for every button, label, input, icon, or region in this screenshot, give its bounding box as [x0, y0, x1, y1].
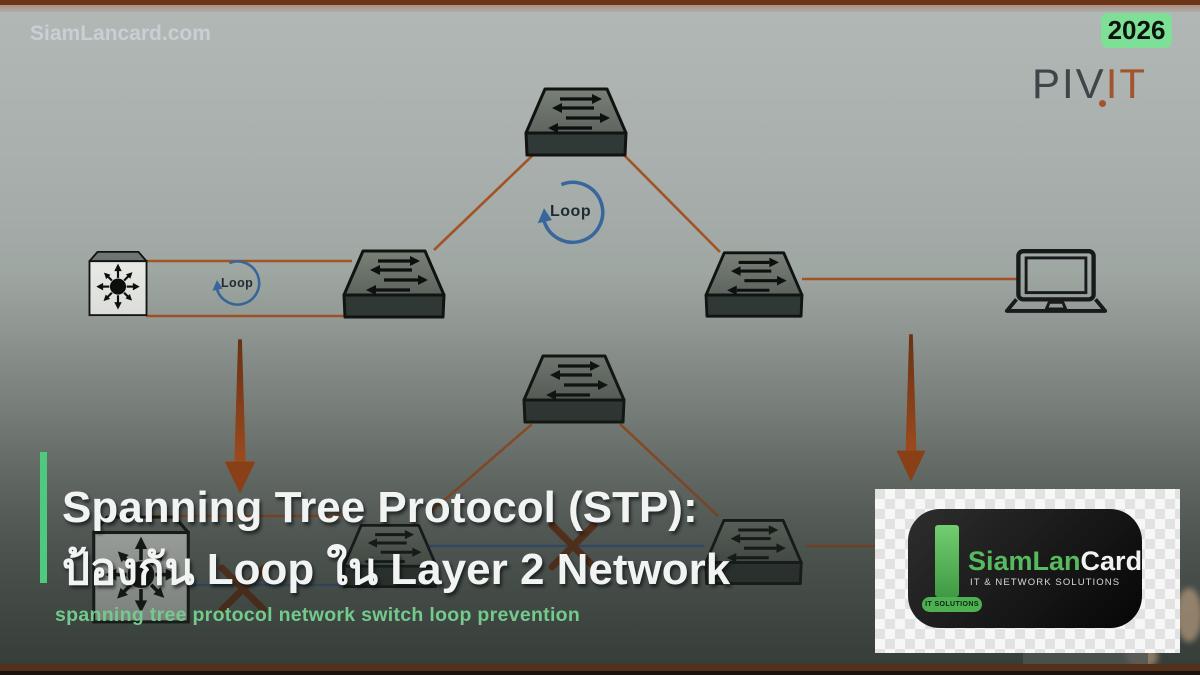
switch-icon [516, 85, 636, 159]
logo-green-bar [935, 525, 959, 597]
logo-transparency-checker: IT SOLUTIONS SiamLanCard IT & NETWORK SO… [875, 489, 1180, 653]
bottom-frame-bar [0, 664, 1200, 671]
loop-label: Loop [550, 203, 592, 220]
logo-name-white: Card [1080, 546, 1143, 576]
down-arrow-icon [219, 338, 261, 503]
loop-label: Loop [221, 276, 254, 290]
switch-icon [518, 352, 630, 426]
brand-dot-icon [1099, 100, 1106, 107]
watermark-text: SiamLancard.com [30, 22, 211, 45]
title-accent-bar [40, 452, 47, 583]
switch-icon [337, 247, 451, 321]
logo-ribbon-badge: IT SOLUTIONS [922, 597, 982, 612]
subtitle-keywords: spanning tree protocol network switch lo… [55, 604, 581, 626]
brand-dark-text: PIV [1032, 60, 1106, 107]
year-badge: 2026 [1101, 13, 1172, 48]
top-frame-bar [0, 0, 1200, 5]
pivit-logo: PIVIT [1032, 60, 1172, 108]
multilayer-switch-icon [87, 249, 149, 318]
down-arrow-icon [891, 333, 931, 490]
siamlancard-logo-card: IT SOLUTIONS SiamLanCard IT & NETWORK SO… [908, 509, 1142, 628]
logo-name: SiamLanCard [968, 546, 1142, 577]
laptop-icon [1002, 246, 1110, 318]
title-line1: Spanning Tree Protocol (STP): [62, 483, 698, 532]
logo-tagline: IT & NETWORK SOLUTIONS [970, 577, 1121, 588]
switch-icon [699, 249, 809, 320]
title-line2: ป้องกัน Loop ใน Layer 2 Network [62, 545, 731, 594]
top-frame-bar-fade [0, 5, 1200, 12]
brand-accent-text: IT [1105, 60, 1148, 107]
bottom-frame-bar-dark [0, 671, 1200, 675]
logo-name-green: SiamLan [968, 546, 1081, 576]
